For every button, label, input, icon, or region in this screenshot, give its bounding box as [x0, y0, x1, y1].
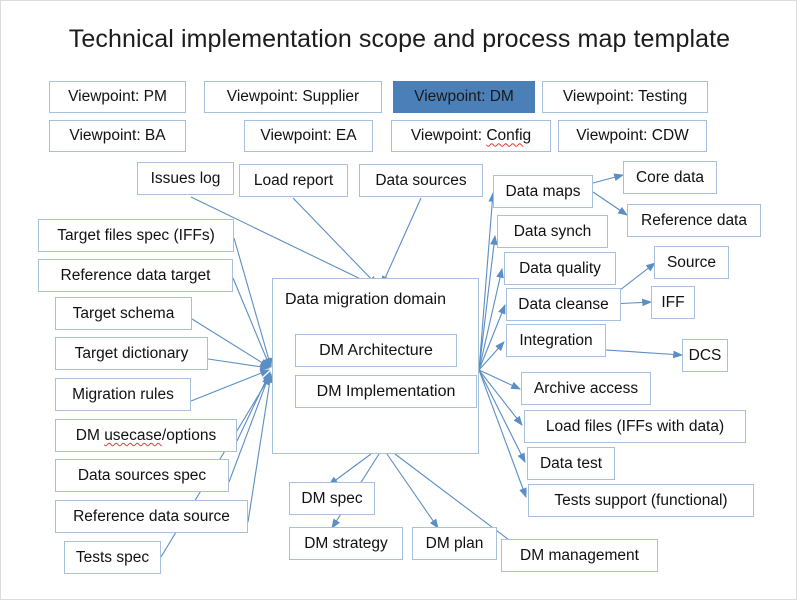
node-dm-implementation-label: DM Implementation [316, 382, 456, 400]
node-data-test[interactable]: Data test [527, 447, 615, 480]
node-archive-access-label: Archive access [533, 379, 639, 397]
node-data-cleanse[interactable]: Data cleanse [506, 288, 621, 321]
node-tests-spec-label: Tests spec [75, 548, 150, 566]
viewpoint-dm-label: Viewpoint: DM [414, 88, 514, 106]
node-data-maps[interactable]: Data maps [493, 175, 593, 208]
viewpoint-config-label: Viewpoint: Config [410, 127, 532, 145]
node-dm-spec-label: DM spec [301, 489, 363, 507]
node-dm-architecture[interactable]: DM Architecture [295, 334, 457, 367]
node-tests-spec[interactable]: Tests spec [64, 541, 161, 574]
viewpoint-ea-label: Viewpoint: EA [260, 127, 357, 145]
data-migration-domain[interactable]: Data migration domain DM Architecture DM… [272, 278, 479, 454]
node-reference-data-target-label: Reference data target [60, 266, 211, 284]
node-integration[interactable]: Integration [506, 324, 606, 357]
node-source[interactable]: Source [654, 246, 729, 279]
node-migration-rules[interactable]: Migration rules [55, 378, 191, 411]
viewpoint-pm-label: Viewpoint: PM [68, 88, 167, 106]
viewpoint-ba[interactable]: Viewpoint: BA [49, 120, 186, 152]
node-load-report[interactable]: Load report [239, 164, 348, 197]
viewpoint-testing[interactable]: Viewpoint: Testing [542, 81, 708, 113]
node-data-quality-label: Data quality [519, 259, 601, 277]
node-dm-plan[interactable]: DM plan [412, 527, 497, 560]
node-dcs[interactable]: DCS [682, 339, 728, 372]
node-data-sources[interactable]: Data sources [359, 164, 483, 197]
node-reference-data-source-label: Reference data source [73, 507, 230, 525]
viewpoint-config[interactable]: Viewpoint: Config [391, 120, 551, 152]
viewpoint-dm[interactable]: Viewpoint: DM [393, 81, 535, 113]
node-reference-data-target[interactable]: Reference data target [38, 259, 233, 292]
node-load-files[interactable]: Load files (IFFs with data) [524, 410, 746, 443]
misspelled-word: Config [486, 127, 532, 145]
node-dm-usecase-options[interactable]: DM usecase/options [55, 419, 237, 452]
node-reference-data-label: Reference data [641, 211, 747, 229]
page-title: Technical implementation scope and proce… [68, 25, 731, 53]
node-migration-rules-label: Migration rules [72, 385, 174, 403]
viewpoint-ba-label: Viewpoint: BA [69, 127, 166, 145]
node-dm-architecture-label: DM Architecture [319, 341, 433, 359]
node-core-data-label: Core data [635, 168, 705, 186]
node-reference-data-source[interactable]: Reference data source [55, 500, 248, 533]
viewpoint-cdw-label: Viewpoint: CDW [576, 127, 689, 145]
viewpoint-supplier-label: Viewpoint: Supplier [226, 88, 360, 106]
node-reference-data[interactable]: Reference data [627, 204, 761, 237]
node-load-report-label: Load report [253, 171, 334, 189]
node-target-dictionary-label: Target dictionary [74, 344, 189, 362]
node-dm-strategy[interactable]: DM strategy [289, 527, 403, 560]
node-archive-access[interactable]: Archive access [521, 372, 651, 405]
node-data-synch-label: Data synch [513, 222, 592, 240]
node-tests-support-label: Tests support (functional) [554, 491, 728, 509]
viewpoint-cdw[interactable]: Viewpoint: CDW [558, 120, 707, 152]
node-core-data[interactable]: Core data [623, 161, 717, 194]
viewpoint-ea[interactable]: Viewpoint: EA [244, 120, 373, 152]
viewpoint-supplier[interactable]: Viewpoint: Supplier [204, 81, 382, 113]
node-dm-management-label: DM management [520, 546, 639, 564]
node-data-synch[interactable]: Data synch [497, 215, 608, 248]
node-data-test-label: Data test [539, 454, 603, 472]
node-dm-strategy-label: DM strategy [304, 534, 388, 552]
node-load-files-label: Load files (IFFs with data) [545, 417, 725, 435]
node-target-files-spec[interactable]: Target files spec (IFFs) [38, 219, 234, 252]
node-data-sources-label: Data sources [375, 171, 467, 189]
node-issues-log-label: Issues log [150, 169, 221, 187]
node-data-cleanse-label: Data cleanse [518, 295, 609, 313]
node-source-label: Source [666, 253, 717, 271]
node-iff-label: IFF [661, 293, 685, 311]
node-data-sources-spec[interactable]: Data sources spec [55, 459, 229, 492]
node-target-schema[interactable]: Target schema [55, 297, 192, 330]
node-target-dictionary[interactable]: Target dictionary [55, 337, 208, 370]
node-target-schema-label: Target schema [72, 304, 175, 322]
node-integration-label: Integration [519, 331, 593, 349]
node-dm-usecase-options-label: DM usecase/options [75, 426, 217, 444]
node-data-quality[interactable]: Data quality [504, 252, 616, 285]
domain-title: Data migration domain [285, 291, 446, 308]
node-iff[interactable]: IFF [651, 286, 695, 319]
node-tests-support[interactable]: Tests support (functional) [528, 484, 754, 517]
node-dm-implementation[interactable]: DM Implementation [295, 375, 477, 408]
node-target-files-spec-label: Target files spec (IFFs) [57, 226, 215, 244]
node-dcs-label: DCS [688, 346, 722, 364]
node-issues-log[interactable]: Issues log [137, 162, 234, 195]
viewpoint-pm[interactable]: Viewpoint: PM [49, 81, 186, 113]
node-data-sources-spec-label: Data sources spec [77, 466, 207, 484]
node-dm-plan-label: DM plan [425, 534, 484, 552]
viewpoint-testing-label: Viewpoint: Testing [562, 88, 688, 106]
misspelled-word: usecase [104, 426, 162, 444]
node-dm-spec[interactable]: DM spec [289, 482, 375, 515]
node-dm-management[interactable]: DM management [501, 539, 658, 572]
node-data-maps-label: Data maps [505, 182, 581, 200]
